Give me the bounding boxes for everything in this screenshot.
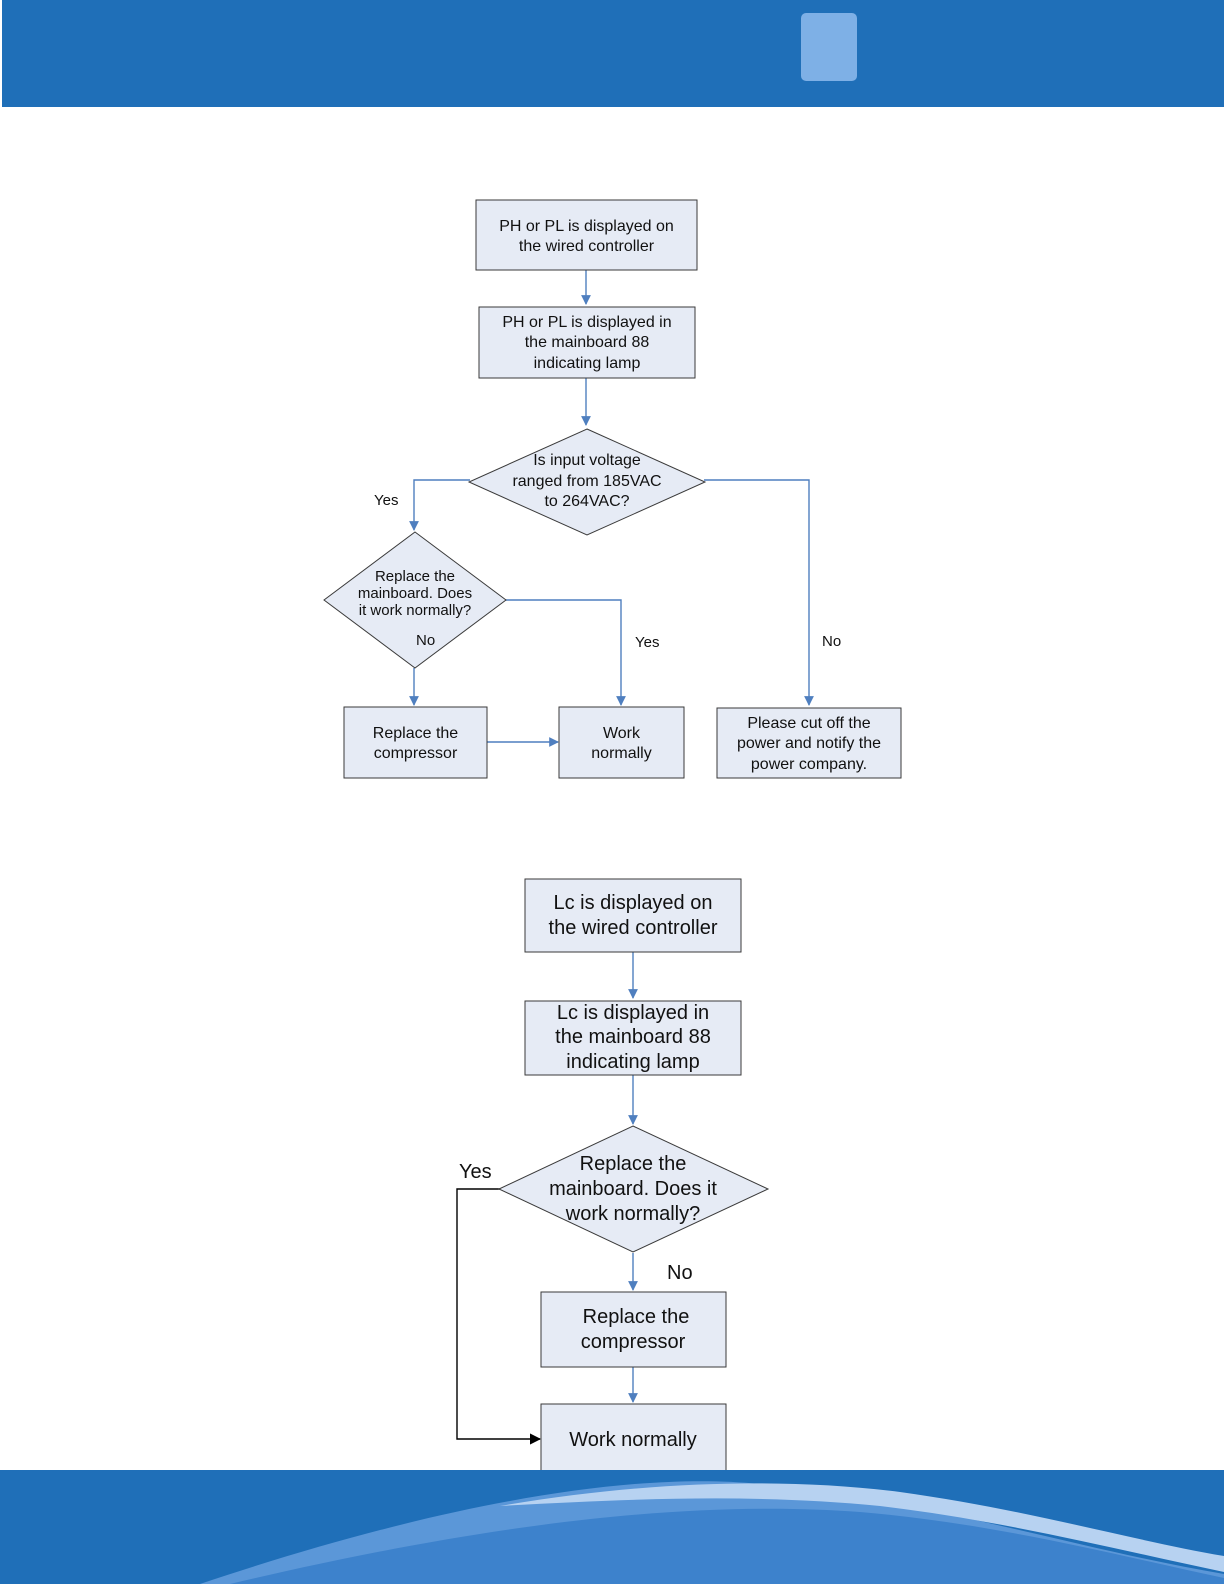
mainboard-text-line1: Replace the bbox=[375, 568, 455, 585]
footer-wave bbox=[0, 1470, 1224, 1584]
connector-mainboard-yes bbox=[505, 599, 626, 706]
lamp-text-line1: PH or PL is displayed in bbox=[502, 314, 671, 331]
work-text-line1: Work bbox=[603, 725, 641, 742]
voltage-text-line1: Is input voltage bbox=[533, 452, 641, 469]
label-mainboard-yes: Yes bbox=[635, 634, 659, 651]
cut-power-text-line3: power company. bbox=[751, 756, 867, 773]
work2-text: Work normally bbox=[569, 1429, 696, 1451]
lamp2-text-line1: Lc is displayed in bbox=[557, 1002, 709, 1024]
label-mainboard-no: No bbox=[416, 632, 435, 649]
cut-power-box: Please cut off the power and notify the … bbox=[716, 707, 902, 779]
start-text-line2: the wired controller bbox=[519, 238, 655, 255]
header-bar bbox=[2, 0, 1224, 107]
cut-power-text-line1: Please cut off the bbox=[747, 715, 870, 732]
start-box: PH or PL is displayed on the wired contr… bbox=[475, 199, 698, 271]
label2-yes: Yes bbox=[459, 1161, 492, 1183]
work-text-line2: normally bbox=[591, 745, 651, 762]
flowchart-1: PH or PL is displayed on the wired contr… bbox=[323, 199, 902, 779]
cut-power-text-line2: power and notify the bbox=[737, 735, 881, 752]
mainboard2-text-line2: mainboard. Does it bbox=[549, 1178, 717, 1200]
start-box-2: Lc is displayed on the wired controller bbox=[524, 878, 742, 953]
mainboard-decision: Replace the mainboard. Does it work norm… bbox=[323, 531, 507, 669]
compressor-text-line1: Replace the bbox=[373, 725, 458, 742]
mainboard2-text-line1: Replace the bbox=[580, 1153, 687, 1175]
compressor-text-line2: compressor bbox=[374, 745, 458, 762]
header-tab-decoration bbox=[801, 13, 857, 81]
lamp2-text-line3: indicating lamp bbox=[566, 1051, 699, 1073]
mainboard-text-line3: it work normally? bbox=[359, 602, 472, 619]
compressor-box-2: Replace the compressor bbox=[540, 1291, 727, 1368]
start2-text-line2: the wired controller bbox=[549, 917, 718, 939]
lamp-box-2: Lc is displayed in the mainboard 88 indi… bbox=[524, 1000, 742, 1076]
connector2-decision-yes bbox=[456, 1188, 542, 1445]
compressor-box: Replace the compressor bbox=[343, 706, 488, 779]
label-voltage-yes: Yes bbox=[374, 492, 398, 509]
voltage-decision: Is input voltage ranged from 185VAC to 2… bbox=[467, 428, 707, 536]
work-normally-box-2: Work normally bbox=[540, 1403, 727, 1479]
connector-voltage-no bbox=[704, 479, 814, 706]
voltage-text-line3: to 264VAC? bbox=[544, 493, 629, 510]
mainboard-decision-2: Replace the mainboard. Does it work norm… bbox=[497, 1125, 770, 1253]
flowchart-2: Lc is displayed on the wired controller … bbox=[456, 878, 770, 1479]
lamp-text-line3: indicating lamp bbox=[534, 355, 641, 372]
compressor2-text-line2: compressor bbox=[581, 1331, 686, 1353]
work-normally-box: Work normally bbox=[558, 706, 685, 779]
lamp-box: PH or PL is displayed in the mainboard 8… bbox=[478, 306, 696, 379]
compressor2-text-line1: Replace the bbox=[583, 1306, 690, 1328]
label-voltage-no: No bbox=[822, 633, 841, 650]
mainboard2-text-line3: work normally? bbox=[565, 1203, 700, 1225]
start-text-line1: PH or PL is displayed on bbox=[499, 218, 674, 235]
label2-no: No bbox=[667, 1262, 693, 1284]
lamp-text-line2: the mainboard 88 bbox=[525, 334, 650, 351]
mainboard-text-line2: mainboard. Does bbox=[358, 585, 472, 602]
connector-voltage-yes bbox=[409, 479, 470, 531]
start2-text-line1: Lc is displayed on bbox=[554, 892, 713, 914]
voltage-text-line2: ranged from 185VAC bbox=[512, 473, 661, 490]
lamp2-text-line2: the mainboard 88 bbox=[555, 1026, 711, 1048]
